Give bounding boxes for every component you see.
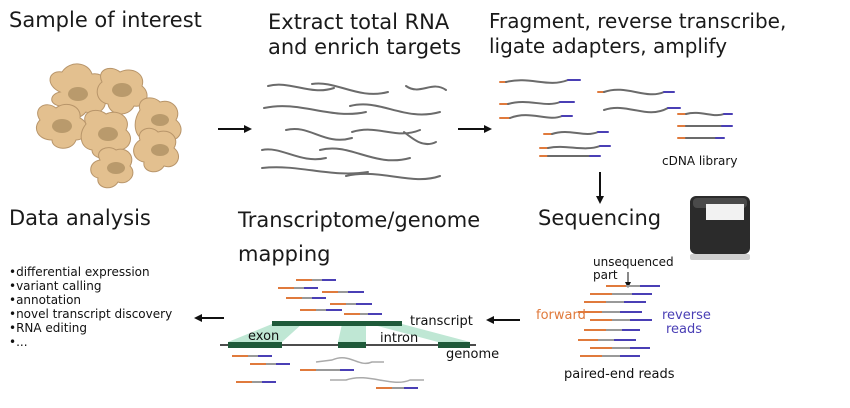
reverse-label-line1: reverse (662, 308, 711, 323)
arrow-library-to-sequencing (596, 172, 604, 204)
paired-end-reads-illustration (578, 285, 660, 357)
step-fragment-heading-line1: Fragment, reverse transcribe, (489, 9, 787, 33)
analysis-list: •differential expression •variant callin… (9, 265, 172, 349)
transcript-label: transcript (410, 314, 473, 329)
arrow-extract-to-fragment (458, 125, 492, 133)
analysis-item: •annotation (9, 293, 82, 307)
exon-2 (338, 342, 366, 348)
analysis-item: •... (9, 335, 28, 349)
arrow-mapping-to-analysis (194, 314, 224, 322)
mapped-reads-top (278, 279, 382, 315)
paired-end-label: paired-end reads (564, 367, 675, 382)
exon-3 (438, 342, 470, 348)
unsequenced-label-line2: part (593, 268, 618, 282)
step-fragment-heading-line2: ligate adapters, amplify (489, 34, 728, 58)
arrow-sequencing-to-mapping (486, 316, 520, 324)
cdna-library-label: cDNA library (662, 154, 738, 168)
transcript-genome-mapping (220, 321, 476, 348)
analysis-item: •RNA editing (9, 321, 88, 335)
step-mapping-heading-line2: mapping (238, 242, 331, 266)
step-extract-heading-line1: Extract total RNA (268, 10, 450, 34)
cells-illustration (36, 63, 182, 189)
step-extract-heading-line2: and enrich targets (268, 35, 462, 59)
intron-label: intron (380, 331, 419, 346)
rna-strands-illustration (261, 82, 447, 181)
unsequenced-label-line1: unsequenced (593, 255, 674, 269)
transcript-bar (272, 321, 402, 326)
analysis-item: •variant calling (9, 279, 102, 293)
analysis-item: •differential expression (9, 265, 150, 279)
step-sequencing-heading: Sequencing (538, 206, 662, 230)
arrow-sample-to-extract (218, 125, 252, 133)
analysis-item: •novel transcript discovery (9, 307, 173, 321)
forward-label: forward (536, 308, 586, 323)
cdna-fragments-illustration (499, 79, 733, 157)
step-mapping-heading-line1: Transcriptome/genome (238, 208, 481, 232)
exon-1 (228, 342, 282, 348)
step-data-analysis-heading: Data analysis (9, 206, 151, 230)
reverse-label-line2: reads (666, 322, 703, 337)
step-sample-heading: Sample of interest (9, 8, 202, 32)
mapped-reads-bottom (232, 355, 424, 389)
sequencer-icon (690, 196, 750, 260)
arrows (194, 125, 631, 324)
exon-label: exon (248, 329, 280, 344)
genome-label: genome (446, 347, 500, 362)
